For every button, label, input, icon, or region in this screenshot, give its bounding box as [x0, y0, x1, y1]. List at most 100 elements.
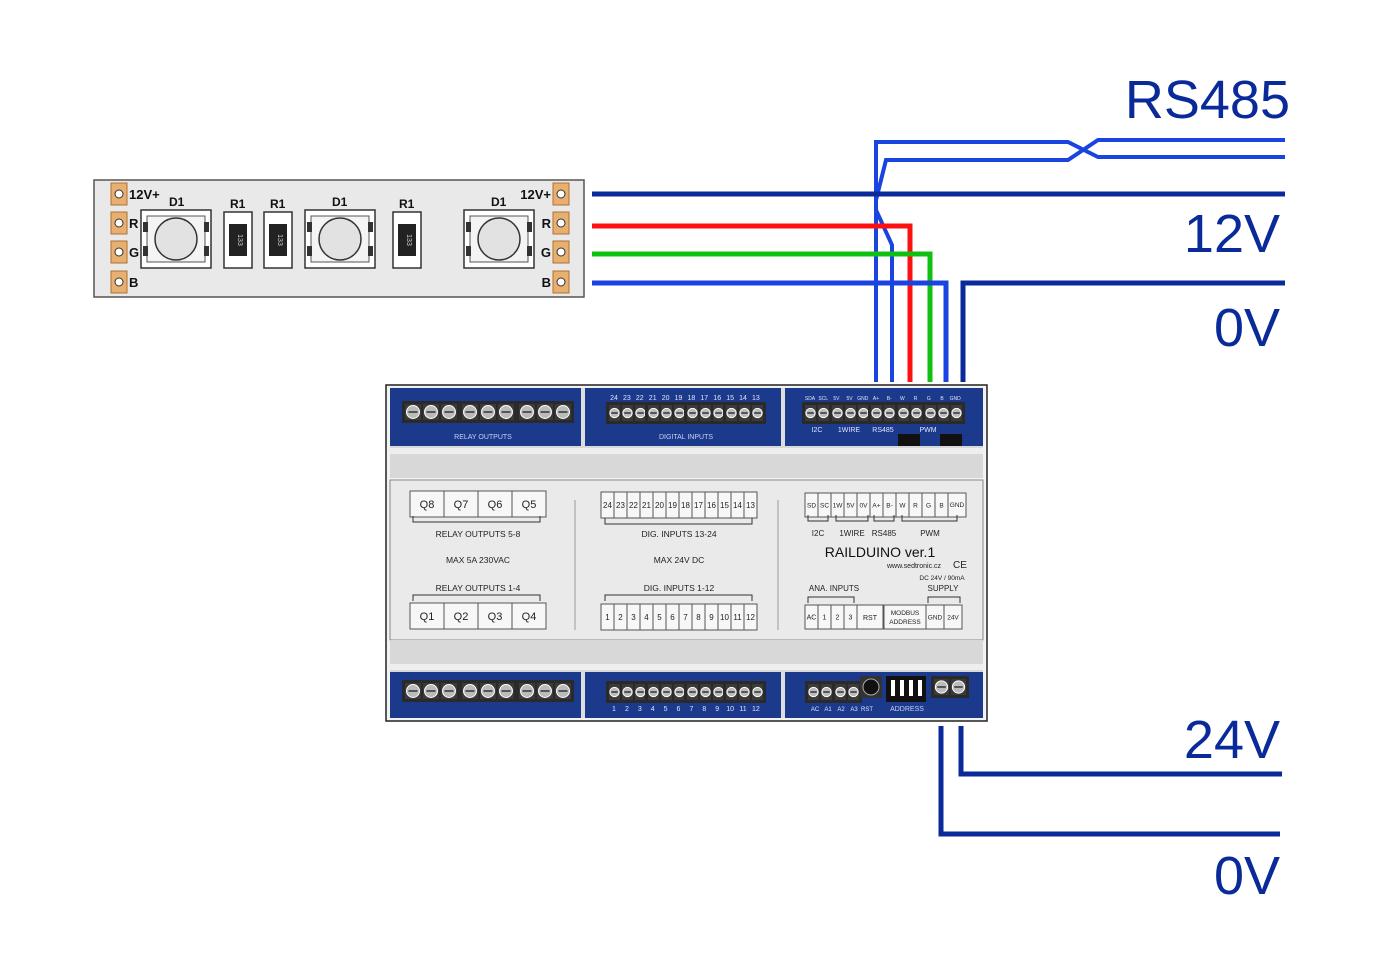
wire-0v-bottom	[938, 726, 1280, 837]
top-dig-number: 18	[688, 395, 696, 402]
pad-left-g: G	[129, 245, 139, 260]
label-24v: 24V	[1184, 710, 1280, 770]
dig-top-label-box	[743, 491, 758, 519]
label-0v-top: 0V	[1214, 298, 1280, 358]
reset-button	[860, 676, 882, 698]
top-relay-outputs-label: RELAY OUTPUTS	[454, 434, 512, 441]
top-dig-terminal-4	[723, 402, 766, 424]
resistor-3-label: R1	[399, 197, 415, 211]
right-top-label: 0V	[860, 502, 869, 509]
top-dig-number: 22	[636, 395, 644, 402]
dig-top-label: 15	[720, 501, 729, 510]
bottom-dig-number: 2	[625, 706, 629, 713]
bottom-terminals	[402, 676, 969, 703]
top-dig-number: 19	[675, 395, 683, 402]
top-right-terminal-2	[829, 402, 872, 424]
relay-bottom-label-box	[443, 602, 479, 630]
wire-green	[592, 251, 933, 382]
module-title: RAILDUINO ver.1	[825, 544, 936, 560]
led-strip: 12V+ R G B 12V+ R G B D1	[93, 179, 585, 298]
pad-right-b: B	[542, 275, 551, 290]
bottom-dig-number: 12	[752, 706, 760, 713]
pads-left: 12V+ R G B	[110, 182, 160, 294]
wire-0v-top	[960, 280, 1285, 382]
right-top-label: B-	[886, 502, 893, 509]
supply-pin-label-box	[943, 604, 963, 630]
relay-top-label: Q8	[420, 499, 435, 511]
relay-top-label: Q5	[522, 499, 537, 511]
right-top-label: W	[899, 502, 906, 509]
dig-bottom-label: 8	[696, 613, 701, 622]
wires	[592, 138, 1285, 837]
right-top-label: R	[913, 502, 918, 509]
dig-bottom-label: 2	[618, 613, 623, 622]
dig-bottom-label: 5	[657, 613, 662, 622]
top-right-pin: GND	[950, 396, 962, 402]
top-right-pin: A+	[873, 396, 879, 402]
top-right-terminal-1	[802, 402, 832, 424]
top-dig-number: 23	[623, 395, 631, 402]
top-dig-number: 17	[700, 395, 708, 402]
ce-mark: CE	[953, 560, 967, 571]
bottom-dig-terminal-2	[645, 681, 688, 703]
relay-top-label-box	[477, 490, 513, 518]
dig-bottom-label: 4	[644, 613, 649, 622]
top-right-pin: 5V	[847, 396, 854, 402]
dig-top-label: 24	[603, 501, 612, 510]
bottom-right-pin: AC	[811, 707, 820, 713]
top-relay-terminal-3	[516, 401, 574, 423]
right-bottom-label: RST	[863, 615, 878, 622]
pad-right-g: G	[541, 245, 551, 260]
top-right-pin: G	[927, 396, 931, 402]
bottom-dig-number: 10	[726, 706, 734, 713]
top-dig-number: 20	[662, 395, 670, 402]
top-right-group: I2C	[812, 427, 823, 434]
right-bottom-label: AC	[807, 615, 817, 622]
top-dig-number: 21	[649, 395, 657, 402]
right-top-label: A+	[872, 502, 880, 509]
right-top-group-label: PWM	[920, 529, 940, 538]
bottom-right-pin: A3	[850, 707, 858, 713]
max-relay-label: MAX 5A 230VAC	[446, 555, 510, 565]
led-2: D1	[304, 195, 376, 269]
bottom-dig-number: 8	[702, 706, 706, 713]
bottom-relay-terminal-2	[459, 680, 517, 702]
modbus-label: MODBUS	[891, 610, 920, 617]
relay-bottom-label: Q2	[454, 611, 469, 623]
bottom-address-label: ADDRESS	[890, 706, 924, 713]
wire-24v	[958, 726, 1282, 777]
dig-bottom-label: 11	[733, 613, 742, 622]
bottom-dig-number: 5	[664, 706, 668, 713]
right-bottom-label: 3	[849, 615, 853, 622]
modbus-address-label: ADDRESS	[889, 619, 921, 626]
top-dig-terminal-2	[645, 402, 688, 424]
top-right-group: PWM	[919, 427, 936, 434]
relay-top-label-box	[511, 490, 547, 518]
dig-top-label: 23	[616, 501, 625, 510]
led-3-label: D1	[491, 195, 507, 209]
address-pins	[886, 676, 926, 702]
relay-bottom-label: Q3	[488, 611, 503, 623]
led-1: D1	[140, 195, 212, 269]
top-terminals	[402, 401, 965, 424]
right-top-label: B	[939, 502, 943, 509]
relay-bottom-label: Q4	[522, 611, 537, 623]
bottom-dig-number: 7	[689, 706, 693, 713]
dig-inputs-1-12-label: DIG. INPUTS 1-12	[644, 583, 715, 593]
relay-bottom-label-box	[511, 602, 547, 630]
bottom-right-pin: A1	[824, 707, 832, 713]
resistor-1-label: R1	[230, 197, 246, 211]
bottom-dig-terminal-1	[606, 681, 649, 703]
top-right-group: 1WIRE	[838, 427, 861, 434]
dig-top-label: 20	[655, 501, 664, 510]
top-dig-number: 15	[726, 395, 734, 402]
dig-top-label: 17	[694, 501, 703, 510]
bottom-relay-terminal-3	[516, 680, 574, 702]
wire-red	[592, 223, 913, 382]
top-dig-number: 24	[610, 395, 618, 402]
dig-bottom-label-box	[743, 603, 758, 631]
